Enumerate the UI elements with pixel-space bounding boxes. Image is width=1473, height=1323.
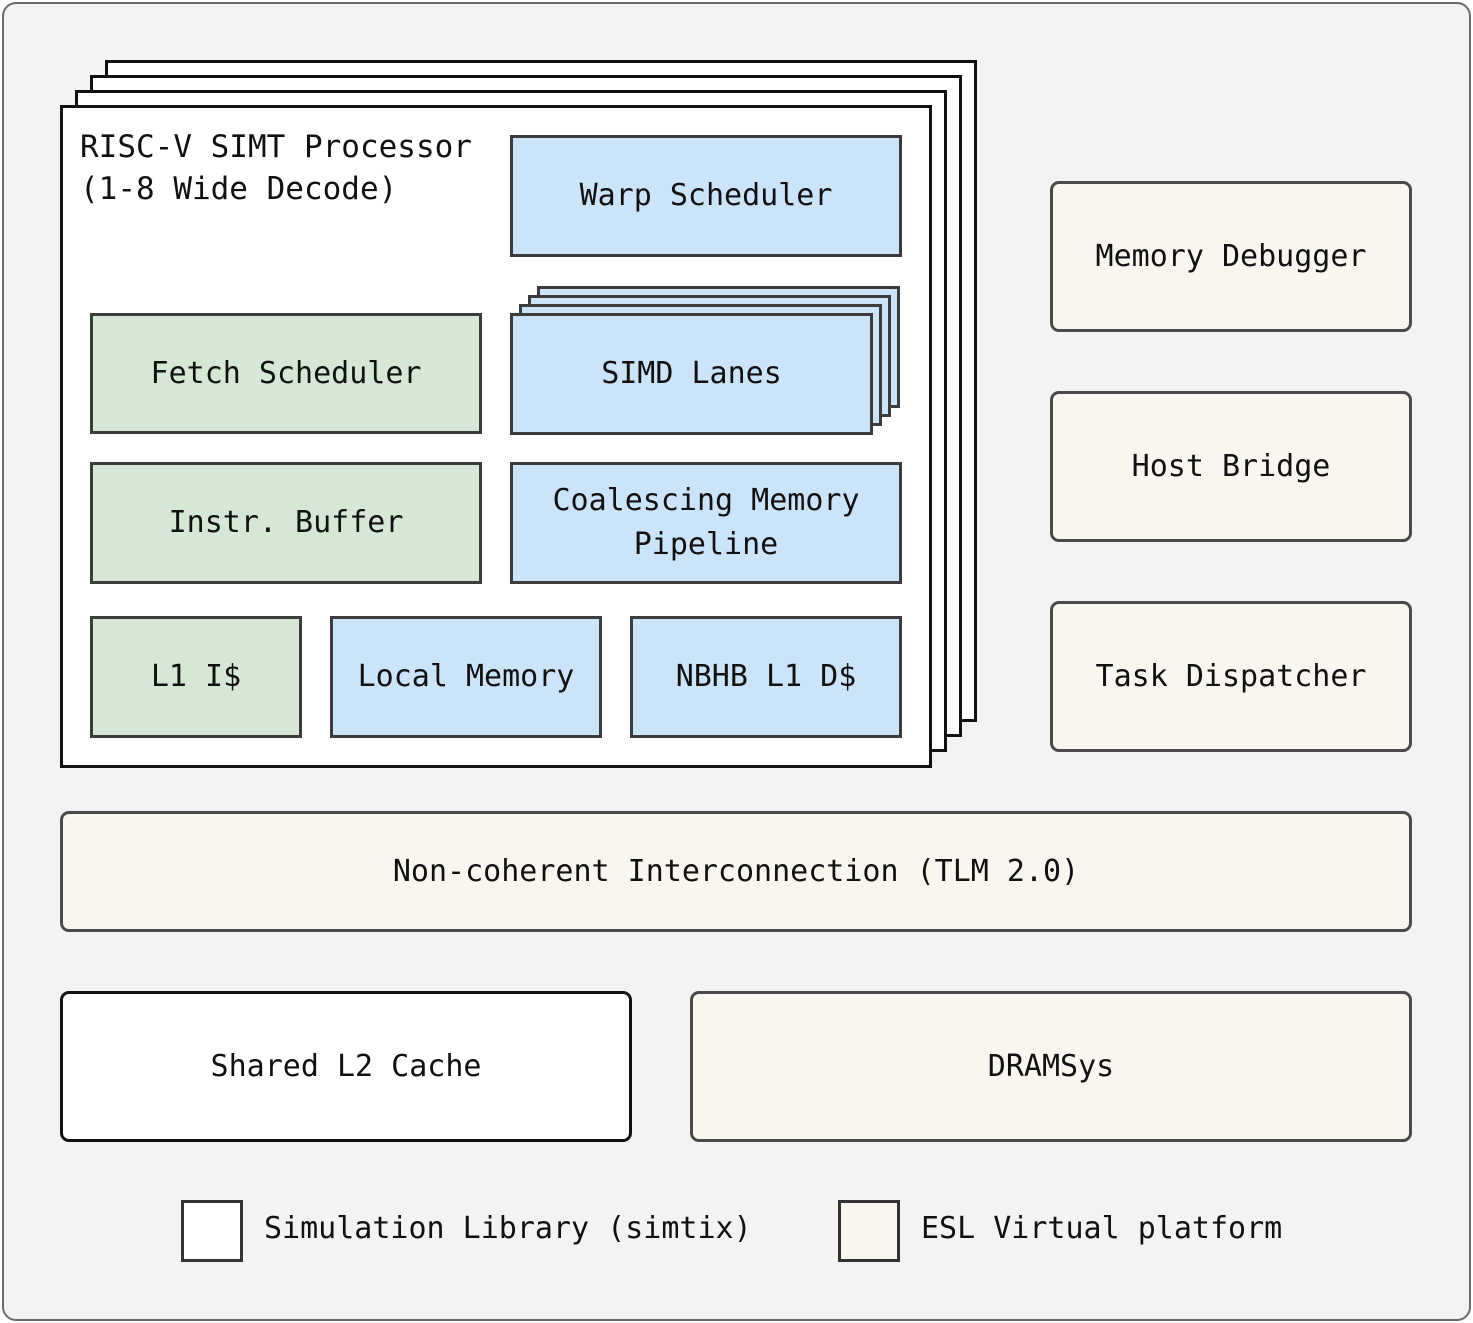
task-dispatcher-label: Task Dispatcher — [1095, 658, 1367, 694]
coalescing-memory-pipeline-label: Coalescing Memory Pipeline — [552, 479, 859, 567]
coalescing-line1: Coalescing Memory — [552, 483, 860, 518]
processor-title-line1: RISC-V SIMT Processor — [80, 129, 472, 165]
task-dispatcher: Task Dispatcher — [1050, 601, 1412, 752]
shared-l2-cache-label: Shared L2 Cache — [210, 1048, 482, 1084]
instr-buffer: Instr. Buffer — [90, 462, 482, 584]
l1-icache: L1 I$ — [90, 616, 302, 738]
instr-buffer-label: Instr. Buffer — [168, 505, 404, 540]
legend-swatch-esl-platform — [838, 1200, 900, 1262]
warp-scheduler-label: Warp Scheduler — [579, 178, 833, 213]
legend-label-simulation-library: Simulation Library (simtix) — [264, 1211, 752, 1246]
legend-swatch-simulation-library — [181, 1200, 243, 1262]
coalescing-line2: Pipeline — [633, 527, 779, 562]
simd-lanes: SIMD Lanes — [510, 313, 873, 435]
shared-l2-cache: Shared L2 Cache — [60, 991, 632, 1142]
dramsys-label: DRAMSys — [987, 1048, 1115, 1084]
coalescing-memory-pipeline: Coalescing Memory Pipeline — [510, 462, 902, 584]
nbhb-l1-dcache: NBHB L1 D$ — [630, 616, 902, 738]
local-memory-label: Local Memory — [357, 659, 575, 694]
host-bridge-label: Host Bridge — [1131, 448, 1331, 484]
interconnect: Non-coherent Interconnection (TLM 2.0) — [60, 811, 1412, 932]
memory-debugger: Memory Debugger — [1050, 181, 1412, 332]
processor-title: RISC-V SIMT Processor (1-8 Wide Decode) — [80, 126, 472, 210]
host-bridge: Host Bridge — [1050, 391, 1412, 542]
legend-label-esl-platform: ESL Virtual platform — [921, 1211, 1283, 1246]
interconnect-label: Non-coherent Interconnection (TLM 2.0) — [392, 853, 1080, 889]
fetch-scheduler-label: Fetch Scheduler — [150, 355, 422, 391]
nbhb-l1-dcache-label: NBHB L1 D$ — [675, 659, 857, 694]
dramsys: DRAMSys — [690, 991, 1412, 1142]
simd-lanes-label: SIMD Lanes — [601, 356, 782, 391]
processor-title-line2: (1-8 Wide Decode) — [80, 171, 398, 207]
warp-scheduler: Warp Scheduler — [510, 135, 902, 257]
memory-debugger-label: Memory Debugger — [1095, 238, 1367, 274]
local-memory: Local Memory — [330, 616, 602, 738]
fetch-scheduler: Fetch Scheduler — [90, 313, 482, 434]
l1-icache-label: L1 I$ — [150, 659, 242, 694]
